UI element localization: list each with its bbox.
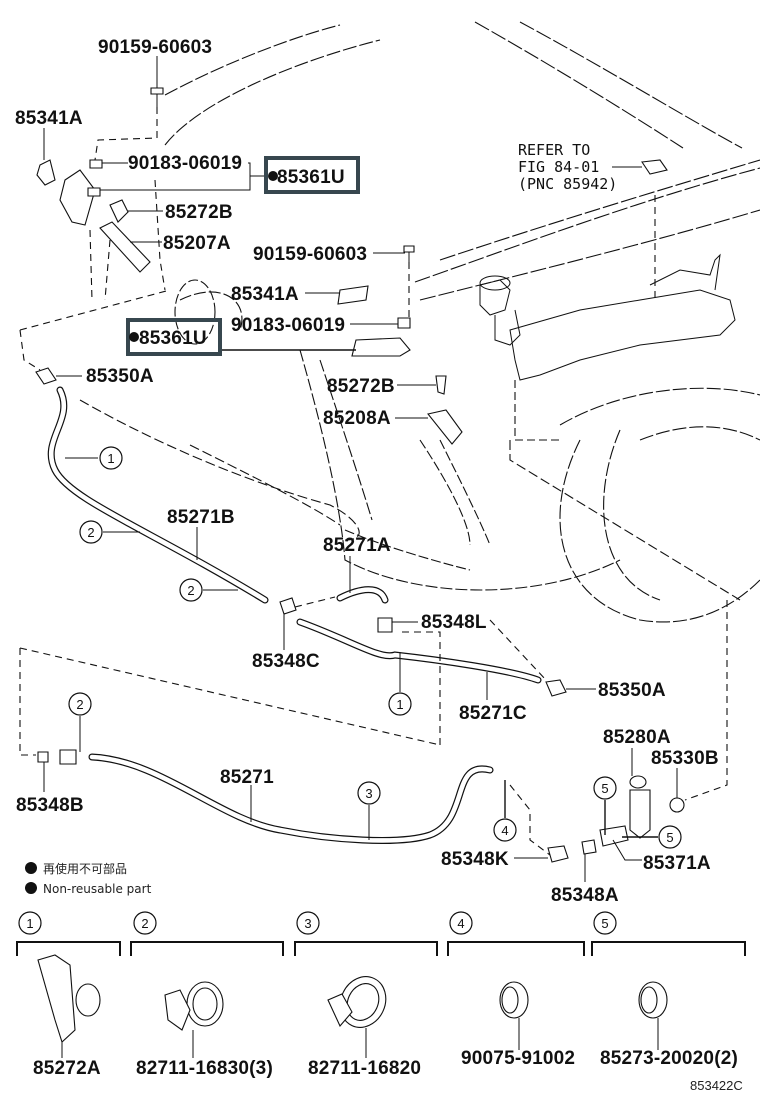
clip-column-4[interactable]: 4 90075-91002 — [447, 911, 585, 1069]
clip-column-2[interactable]: 2 82711-16830(3) — [130, 911, 284, 1079]
svg-text:4: 4 — [457, 916, 464, 931]
lower-nozzle-assembly — [337, 245, 463, 445]
svg-text:1: 1 — [26, 916, 33, 931]
clip-part-1[interactable]: 85272A — [33, 1058, 101, 1079]
hose-85271 — [88, 753, 494, 844]
svg-text:1: 1 — [396, 697, 403, 712]
label-90183-06019-mid[interactable]: 90183-06019 — [231, 315, 345, 336]
label-90159-60603-top[interactable]: 90159-60603 — [98, 37, 212, 58]
label-85330b[interactable]: 85330B — [651, 748, 719, 769]
svg-text:5: 5 — [601, 781, 608, 796]
label-85271b[interactable]: 85271B — [167, 507, 235, 528]
label-85348k[interactable]: 85348K — [441, 849, 509, 870]
label-85272b-top[interactable]: 85272B — [165, 202, 233, 223]
svg-text:(PNC 85942): (PNC 85942) — [518, 175, 617, 193]
washer-tank-outline — [479, 195, 741, 601]
svg-text:5: 5 — [666, 830, 673, 845]
clip-column-3[interactable]: 3 82711-16820 — [294, 911, 438, 1079]
legend-japanese: 再使用不可部品 — [43, 861, 127, 876]
label-90183-06019-top[interactable]: 90183-06019 — [128, 153, 242, 174]
clip-part-5[interactable]: 85273-20020(2) — [600, 1048, 738, 1069]
clip-column-5[interactable]: 5 85273-20020(2) — [591, 911, 746, 1069]
clip-85272a-icon — [37, 954, 76, 1043]
figure-code: 853422C — [690, 1078, 743, 1093]
non-reusable-dot-icon — [25, 882, 37, 894]
highlight-85361u-mid[interactable]: 85361U — [126, 318, 222, 356]
label-85280a[interactable]: 85280A — [603, 727, 671, 748]
clip-table: 1 85272A 2 82711-16830(3) 3 — [16, 911, 746, 1079]
label-85341a-top[interactable]: 85341A — [15, 108, 83, 129]
svg-text:2: 2 — [76, 697, 83, 712]
callout-2c: 2 — [68, 692, 92, 752]
callout-5b: 5 — [622, 825, 682, 849]
legend-english: Non-reusable part — [43, 882, 152, 896]
clip-part-3[interactable]: 82711-16820 — [308, 1058, 421, 1079]
non-reusable-dot-icon — [129, 332, 139, 342]
highlight-85361u-top[interactable]: 85361U — [264, 156, 360, 194]
callout-2b: 2 — [179, 578, 238, 602]
label-85361u-mid[interactable]: 85361U — [139, 328, 207, 349]
svg-text:2: 2 — [87, 525, 94, 540]
svg-text:1: 1 — [107, 451, 114, 466]
upper-nozzle-assembly — [19, 56, 171, 371]
svg-text:2: 2 — [141, 916, 148, 931]
washer-motor — [599, 775, 685, 847]
clip-part-4[interactable]: 90075-91002 — [461, 1048, 575, 1069]
legend: 再使用不可部品 Non-reusable part — [25, 861, 152, 896]
label-85371a[interactable]: 85371A — [643, 853, 711, 874]
svg-text:5: 5 — [601, 916, 608, 931]
label-85350a-right[interactable]: 85350A — [598, 680, 666, 701]
label-85208a[interactable]: 85208A — [323, 408, 391, 429]
label-85348b[interactable]: 85348B — [16, 795, 84, 816]
clip-column-1[interactable]: 1 85272A — [16, 911, 121, 1079]
svg-text:3: 3 — [304, 916, 311, 931]
hose-85271c — [296, 618, 542, 684]
label-85272b-mid[interactable]: 85272B — [327, 376, 395, 397]
hose-85271b — [47, 386, 269, 604]
label-85350a-left[interactable]: 85350A — [86, 366, 154, 387]
non-reusable-dot-icon — [268, 171, 278, 181]
callout-4: 4 — [493, 780, 517, 842]
label-85271a[interactable]: 85271A — [323, 535, 391, 556]
label-85271[interactable]: 85271 — [220, 767, 274, 788]
hose-85271a — [336, 586, 389, 604]
callout-1a: 1 — [65, 446, 123, 470]
label-85348c[interactable]: 85348C — [252, 651, 320, 672]
callout-2a: 2 — [79, 520, 140, 544]
svg-text:REFER TO: REFER TO — [518, 141, 590, 159]
label-85361u-top[interactable]: 85361U — [277, 167, 345, 188]
label-85348l[interactable]: 85348L — [421, 612, 487, 633]
vehicle-body-outline — [79, 21, 760, 623]
label-85207a[interactable]: 85207A — [163, 233, 231, 254]
label-85271c[interactable]: 85271C — [459, 703, 527, 724]
label-90159-60603-mid[interactable]: 90159-60603 — [253, 244, 367, 265]
svg-text:4: 4 — [501, 823, 508, 838]
refer-note[interactable]: REFER TO FIG 84-01 (PNC 85942) — [518, 141, 617, 193]
clip-part-2[interactable]: 82711-16830(3) — [136, 1058, 273, 1079]
label-85341a-mid[interactable]: 85341A — [231, 284, 299, 305]
label-85348a[interactable]: 85348A — [551, 885, 619, 906]
callout-1b: 1 — [388, 652, 412, 716]
svg-text:2: 2 — [187, 583, 194, 598]
svg-text:FIG 84-01: FIG 84-01 — [518, 158, 599, 176]
svg-text:3: 3 — [365, 786, 372, 801]
callout-5a: 5 — [593, 776, 617, 835]
callout-3: 3 — [357, 781, 381, 840]
non-reusable-dot-icon — [25, 862, 37, 874]
